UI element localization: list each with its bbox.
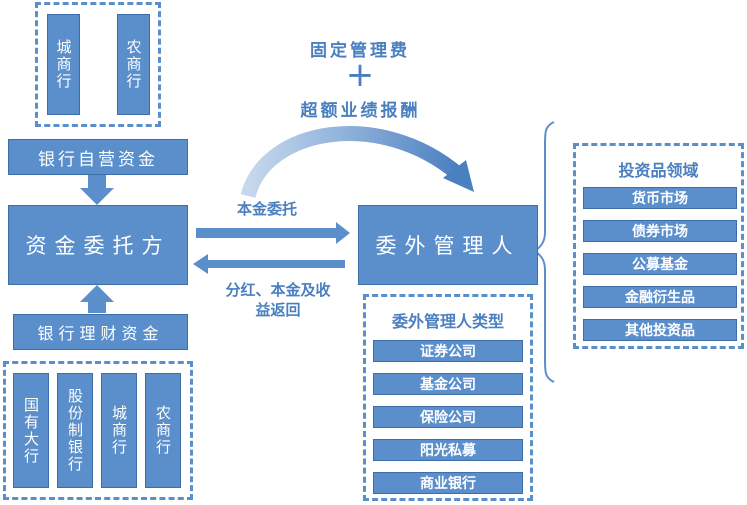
- return-arrow: [193, 254, 345, 274]
- fund-principal-box: 资金委托方: [8, 205, 188, 285]
- top-banks-group: [35, 2, 161, 127]
- investment-item-2: 公募基金: [583, 253, 737, 275]
- bank-wealth-funds-box: 银行理财资金: [13, 314, 188, 350]
- bank-own-funds-box: 银行自营资金: [8, 139, 188, 175]
- bottom-bank-1: 股份制银行: [57, 373, 93, 488]
- return-label-line2: 益返回: [255, 301, 301, 319]
- return-label-line1: 分红、本金及收: [225, 281, 331, 299]
- bottom-banks-group: [3, 361, 193, 500]
- manager-type-4: 商业银行: [373, 472, 523, 494]
- manager-types-group: [363, 294, 533, 501]
- plus-sign: +: [345, 55, 375, 95]
- manager-type-2: 保险公司: [373, 406, 523, 428]
- manager-types-title: 委外管理人类型: [391, 312, 504, 331]
- manager-type-1: 基金公司: [373, 373, 523, 395]
- investment-domain-group: [573, 143, 744, 349]
- top-bank-1: 农商行: [117, 14, 150, 115]
- return-label: 分红、本金及收 益返回: [208, 280, 348, 320]
- entrust-arrow: [196, 222, 350, 244]
- manager-type-3: 阳光私募: [373, 439, 523, 461]
- up-arrow: [80, 285, 114, 313]
- bottom-bank-2: 城商行: [101, 373, 137, 488]
- entrust-label: 本金委托: [236, 200, 297, 218]
- bottom-bank-3: 农商行: [145, 373, 181, 488]
- bottom-bank-0: 国有大行: [13, 373, 49, 488]
- investment-item-3: 金融衍生品: [583, 286, 737, 308]
- investment-domain-title: 投资品领域: [618, 161, 699, 180]
- curved-arrow-head: [443, 160, 474, 192]
- down-arrow: [80, 174, 114, 205]
- fixed-fee-label: 固定管理费: [310, 41, 410, 61]
- investment-item-4: 其他投资品: [583, 319, 737, 341]
- performance-fee-label: 超额业绩报酬: [300, 101, 421, 121]
- investment-item-0: 货币市场: [583, 187, 737, 209]
- manager-box: 委外管理人: [358, 205, 538, 285]
- manager-type-0: 证券公司: [373, 340, 523, 362]
- investment-item-1: 债券市场: [583, 220, 737, 242]
- curved-arrow: [240, 126, 463, 199]
- top-bank-0: 城商行: [47, 14, 80, 115]
